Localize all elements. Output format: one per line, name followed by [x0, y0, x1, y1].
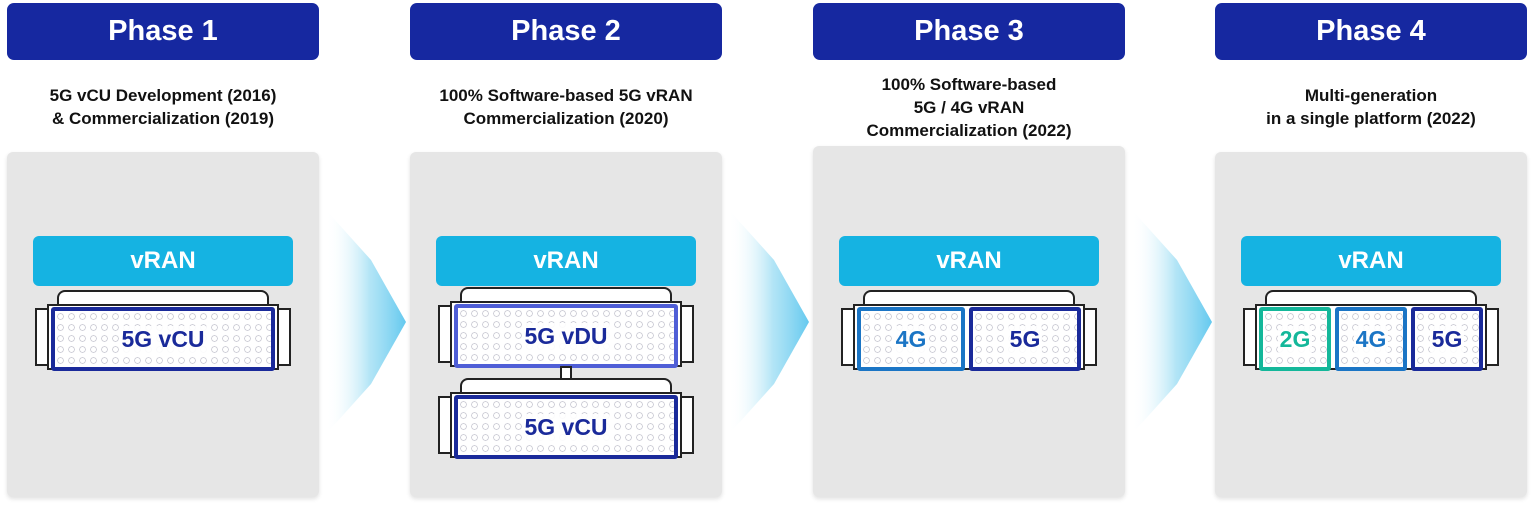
server-module: 5G vCU	[51, 307, 275, 371]
phase-1-description: 5G vCU Development (2016) & Commercializ…	[49, 86, 277, 128]
phase-3: Phase 3 100% Software-based 5G / 4G vRAN…	[813, 3, 1125, 503]
phase-4-panel: vRAN 2G 4G 5G	[1215, 152, 1527, 497]
server-module: 4G	[857, 307, 965, 371]
server-module: 5G vCU	[454, 395, 678, 459]
chevron-arrow-right-icon	[729, 210, 809, 434]
module-label: 4G	[1353, 325, 1389, 353]
server-module: 5G vDU	[454, 304, 678, 368]
phase-3-panel: vRAN 4G 5G	[813, 146, 1125, 497]
module-label: 5G vDU	[522, 322, 610, 350]
phase-1: Phase 1 5G vCU Development (2016) & Comm…	[7, 3, 319, 503]
phase-4: Phase 4 Multi-generation in a single pla…	[1215, 3, 1527, 503]
chevron-arrow-right-icon	[1132, 210, 1212, 434]
phase-3-vran-label: vRAN	[839, 236, 1099, 286]
server-module: 2G	[1259, 307, 1331, 371]
phase-1-panel: vRAN 5G vCU	[7, 152, 319, 497]
module-label: 5G vCU	[522, 413, 610, 441]
module-label: 2G	[1277, 325, 1313, 353]
phase-2: Phase 2 100% Software-based 5G vRAN Comm…	[410, 3, 722, 503]
phase-4-description: Multi-generation in a single platform (2…	[1266, 86, 1476, 128]
phase-4-title: Phase 4	[1215, 3, 1527, 60]
phase-1-vran-label: vRAN	[33, 236, 293, 286]
server-module: 4G	[1335, 307, 1407, 371]
phase-2-title: Phase 2	[410, 3, 722, 60]
phase-2-vran-label: vRAN	[436, 236, 696, 286]
module-label: 5G	[1007, 325, 1043, 353]
server-module: 5G	[1411, 307, 1483, 371]
phase-2-description: 100% Software-based 5G vRAN Commercializ…	[439, 86, 693, 128]
phase-3-title: Phase 3	[813, 3, 1125, 60]
server-module: 5G	[969, 307, 1081, 371]
module-label: 4G	[893, 325, 929, 353]
phase-3-description: 100% Software-based 5G / 4G vRAN Commerc…	[866, 74, 1072, 140]
phase-4-vran-label: vRAN	[1241, 236, 1501, 286]
module-label: 5G	[1429, 325, 1465, 353]
chevron-arrow-right-icon	[326, 210, 406, 434]
module-label: 5G vCU	[119, 325, 207, 353]
phase-1-title: Phase 1	[7, 3, 319, 60]
phase-2-panel: vRAN 5G vDU 5G vCU	[410, 152, 722, 497]
